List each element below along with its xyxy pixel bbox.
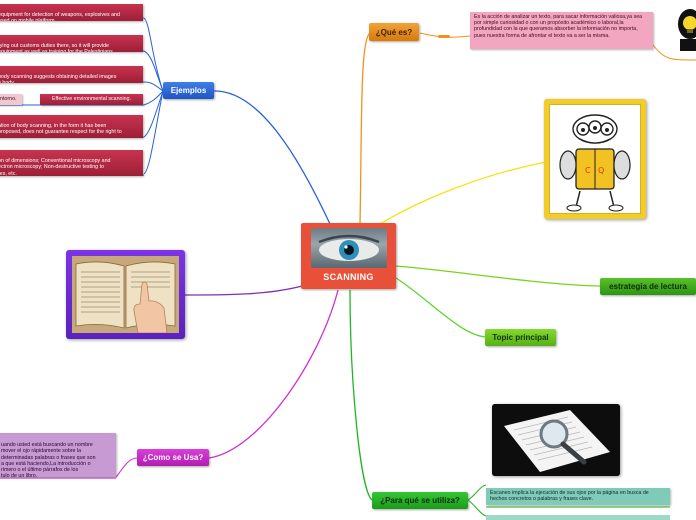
como-se-usa-note: uando usted está buscando un nombre move… xyxy=(0,433,116,477)
link-estrategia xyxy=(395,265,601,287)
link-book-image xyxy=(184,284,307,296)
example-item[interactable]: body scanning suggests obtaining detaile… xyxy=(0,66,143,83)
branch-topic-principal[interactable]: Topic principal xyxy=(485,329,556,346)
branch-como-se-usa[interactable]: ¿Como se Usa? xyxy=(137,449,209,466)
que-es-note: Es la acción de analizar un texto, para … xyxy=(470,12,653,49)
magnifier-document-icon xyxy=(492,404,620,476)
branch-que-es-label: ¿Qué es? xyxy=(375,27,413,37)
link-topic xyxy=(395,277,487,338)
svg-text:C: C xyxy=(585,166,591,175)
link-cartoon xyxy=(379,161,547,225)
example-item[interactable]: on of dimensions; Conventional microscop… xyxy=(0,150,143,176)
lightbulb-head-icon xyxy=(676,6,696,54)
branch-como-label: ¿Como se Usa? xyxy=(142,453,204,462)
example-item[interactable]: ation of body scanning, in the form it h… xyxy=(0,115,143,138)
example-item[interactable]: ntorno. xyxy=(0,94,22,105)
para-que-note-2 xyxy=(486,515,670,520)
link-que-es xyxy=(359,32,371,225)
svg-text:Q: Q xyxy=(598,166,604,175)
para-que-note: Escaneo implica la ejecución de sus ojos… xyxy=(486,488,670,505)
central-node[interactable]: SCANNING xyxy=(301,223,396,289)
example-item[interactable]: Effective environmental scanning. xyxy=(40,94,143,105)
branch-para-label: ¿Para qué se utiliza? xyxy=(380,496,460,505)
que-es-collapse-toggle[interactable] xyxy=(438,35,450,38)
cartoon-reader-icon: C Q xyxy=(544,99,646,219)
branch-que-es[interactable]: ¿Qué es? xyxy=(369,23,419,41)
branch-ejemplos[interactable]: Ejemplos xyxy=(163,82,214,99)
branch-estrategia-label: estrategia de lectura xyxy=(609,282,687,291)
branch-ejemplos-label: Ejemplos xyxy=(170,86,207,95)
eye-image xyxy=(310,228,387,268)
branch-para-que-se-utiliza[interactable]: ¿Para qué se utiliza? xyxy=(372,492,468,509)
branch-topic-label: Topic principal xyxy=(492,333,549,342)
link-ejemplos xyxy=(213,90,331,225)
example-item[interactable]: rying out customs duties there, so it wi… xyxy=(0,35,143,52)
example-item[interactable]: equipment for detection of weapons, expl… xyxy=(0,4,143,21)
branch-estrategia-de-lectura[interactable]: estrategia de lectura xyxy=(600,278,696,295)
open-book-hand-icon xyxy=(66,250,185,339)
link-para xyxy=(349,289,373,501)
central-label: SCANNING xyxy=(323,272,374,282)
link-como xyxy=(208,289,339,459)
